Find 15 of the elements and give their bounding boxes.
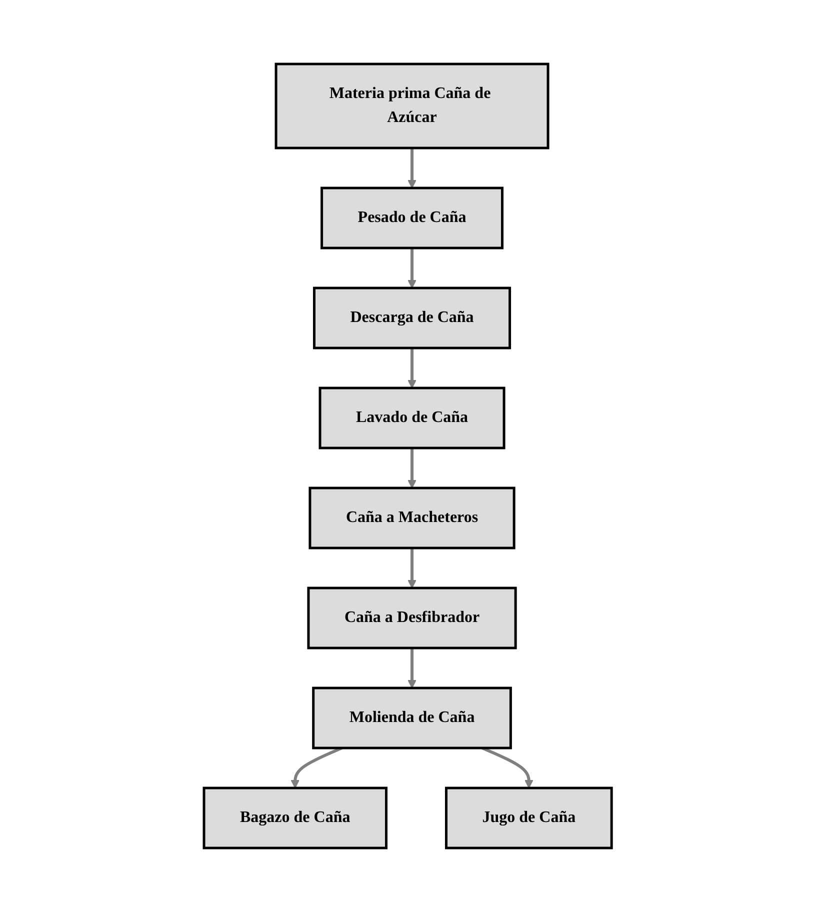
arrow: [408, 148, 417, 188]
node-box: Jugo de Caña: [445, 786, 614, 849]
node-box: Molienda de Caña: [312, 686, 512, 749]
arrow: [408, 648, 417, 688]
node-box: Lavado de Caña: [318, 386, 506, 449]
node-box: Caña a Macheteros: [308, 486, 516, 549]
node-box: Caña a Desfibrador: [307, 586, 518, 649]
arrow: [408, 548, 417, 588]
arrow: [408, 248, 417, 288]
node-box: Descarga de Caña: [313, 286, 512, 349]
node-box: Bagazo de Caña: [202, 786, 388, 849]
arrow: [408, 348, 417, 388]
arrow: [408, 448, 417, 488]
node-box: Materia prima Caña de Azúcar: [274, 62, 550, 149]
node-box: Pesado de Caña: [320, 186, 504, 249]
